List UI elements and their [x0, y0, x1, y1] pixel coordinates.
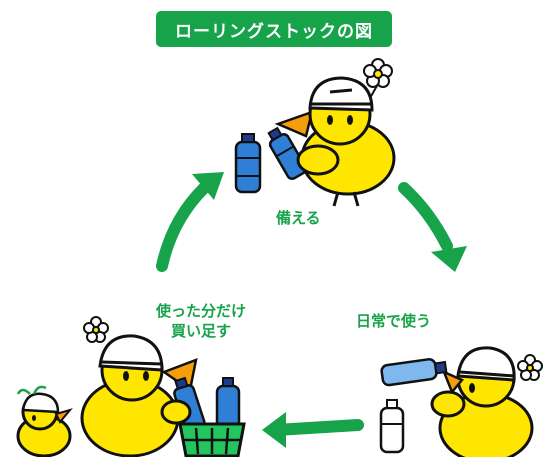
helmet-icon — [21, 392, 60, 414]
arrow-rebuy-to-prepare — [156, 182, 210, 272]
chick-rebuy — [80, 316, 198, 457]
water-bottle-icon — [215, 377, 241, 434]
shopping-basket-icon — [160, 376, 246, 457]
helmet-icon — [308, 76, 374, 112]
cycle-arrow-icon — [156, 182, 453, 436]
sprout-icon — [16, 385, 47, 395]
beak-icon — [441, 369, 465, 395]
flower-icon — [83, 316, 109, 343]
step-rebuy-line1: 使った分だけ — [155, 302, 246, 320]
step-prepare-label: 備える — [276, 209, 321, 227]
flower-icon — [363, 58, 393, 99]
empty-bottle-icon — [379, 399, 405, 454]
diagram-title: ローリングストックの図 — [156, 11, 392, 47]
arrow-use-to-rebuy — [270, 419, 364, 436]
step-daily-use-label: 日常で使う — [356, 312, 432, 330]
arrowhead-right-down — [431, 246, 467, 272]
water-bottle-icon — [267, 126, 308, 181]
arrow-prepare-to-use — [398, 182, 453, 252]
flower-icon — [517, 354, 543, 381]
beak-icon — [274, 110, 314, 138]
small-chick — [16, 385, 73, 457]
step-rebuy-line2: 買い足す — [170, 322, 231, 340]
chick-prepare — [267, 58, 396, 207]
chick-daily-use — [380, 346, 543, 457]
beak-icon — [54, 408, 73, 424]
step-rebuy-label: 使った分だけ 買い足す — [148, 301, 254, 341]
water-bottle-icon — [234, 133, 262, 194]
arrowheads — [192, 172, 467, 448]
arrowhead-up — [192, 172, 224, 200]
arrowhead-left — [262, 412, 286, 448]
water-bottle-icon — [380, 358, 448, 387]
